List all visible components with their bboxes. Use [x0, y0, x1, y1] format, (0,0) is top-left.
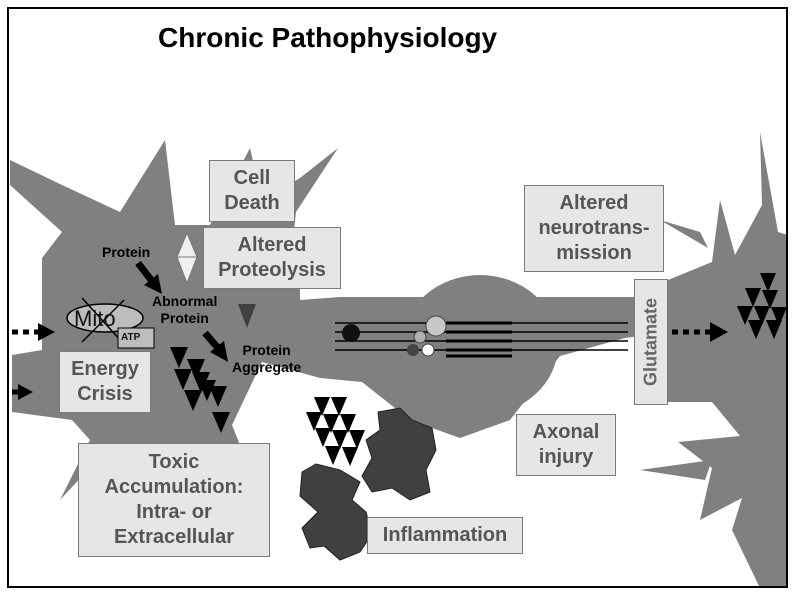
protein-aggregate-cluster	[170, 347, 230, 433]
transport-vesicle	[413, 330, 427, 344]
right-neuron-dendrite	[660, 220, 708, 248]
glutamate-label: Glutamate	[640, 297, 661, 387]
cell-death-box: Cell Death	[209, 160, 295, 222]
inflammation-box: Inflammation	[367, 517, 523, 554]
transport-vesicle	[407, 344, 419, 356]
abnormal-protein-triangle	[238, 304, 256, 328]
cell-death-label: Cell Death	[224, 167, 280, 214]
transport-vesicle	[421, 343, 435, 357]
abnormal-arrowhead	[210, 341, 228, 362]
slide-frame	[7, 7, 788, 588]
energy-crisis-box: Energy Crisis	[59, 351, 151, 413]
glutamate-box: Glutamate	[634, 279, 668, 405]
transport-vesicle	[425, 315, 447, 337]
protein-aggregate-label: Protein Aggregate	[232, 342, 302, 375]
microglia-cell	[361, 407, 437, 501]
abnormal-protein-label: Abnormal Protein	[152, 293, 218, 326]
inflammation-label: Inflammation	[382, 524, 508, 546]
mito-label: Mito	[74, 306, 116, 331]
input-arrowhead	[38, 323, 55, 341]
diagram-title: Chronic Pathophysiology	[158, 22, 498, 53]
abnormal-arrow	[202, 330, 221, 351]
mito-cross	[81, 297, 123, 343]
mito-cross	[81, 299, 125, 343]
altered-proteolysis-box: Altered Proteolysis	[203, 227, 341, 289]
protein-arrow	[135, 260, 155, 284]
axonal-injury-label: Axonal injury	[532, 421, 600, 468]
atp-box	[117, 327, 155, 349]
protein-label: Protein	[102, 244, 151, 260]
left-neuron-body	[10, 140, 668, 510]
axonal-injury-box: Axonal injury	[516, 414, 616, 476]
extracellular-triangle-cluster	[306, 397, 365, 466]
right-neuron-body	[668, 132, 788, 588]
output-arrowhead	[710, 322, 728, 342]
toxic-accumulation-box: Toxic Accumulation: Intra- or Extracellu…	[78, 443, 270, 557]
energy-crisis-label: Energy Crisis	[71, 358, 139, 405]
microglia-cell	[299, 463, 373, 561]
protein-arrowhead	[144, 274, 162, 294]
altered-neurotransmission-box: Altered neurotrans- mission	[524, 185, 664, 272]
postsynaptic-triangle-cluster	[737, 273, 787, 339]
toxic-accumulation-label: Toxic Accumulation: Intra- or Extracellu…	[104, 451, 244, 548]
atp-label: ATP	[121, 332, 141, 343]
right-neuron-dendrite	[640, 460, 712, 480]
transport-vesicle	[342, 324, 360, 342]
proteolysis-diamond	[176, 231, 198, 285]
altered-proteolysis-label: Altered Proteolysis	[218, 234, 326, 281]
input-arrowhead	[18, 384, 33, 400]
altered-neurotransmission-label: Altered neurotrans- mission	[538, 192, 650, 264]
axon-varicosity	[402, 275, 558, 415]
